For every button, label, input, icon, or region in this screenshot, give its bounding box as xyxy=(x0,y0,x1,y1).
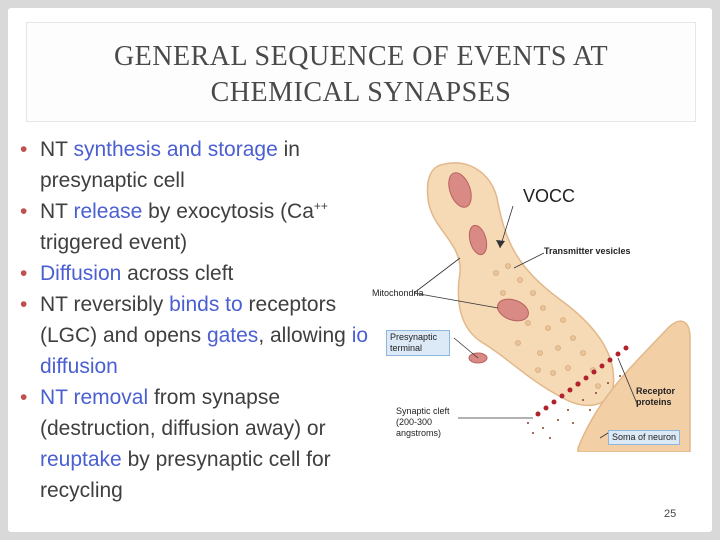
vocc-label: VOCC xyxy=(523,186,576,206)
mitochondrion xyxy=(497,298,529,322)
soma-shape xyxy=(577,320,691,453)
bullet-text: across cleft xyxy=(121,262,234,285)
neurotransmitter-dots xyxy=(527,375,621,439)
highlighted-term: reuptake xyxy=(40,448,122,471)
mitochondria-label: Mitochondria xyxy=(372,288,424,298)
mitochondria-group xyxy=(448,172,529,364)
highlighted-term: binds to xyxy=(169,293,243,316)
bullet-text: by presynaptic cell for recycling xyxy=(40,448,331,502)
bullet-item: Diffusion across cleft xyxy=(20,258,380,289)
title-box: GENERAL SEQUENCE OF EVENTS AT CHEMICAL S… xyxy=(26,22,696,122)
transmitter-vesicles-label: Transmitter vesicles xyxy=(544,246,631,256)
synapse-illustration xyxy=(413,162,691,453)
mitochondrion xyxy=(468,224,488,256)
bullet-text: in presynaptic cell xyxy=(40,138,300,192)
transmitter-vesicles xyxy=(493,263,601,389)
bullet-item: NT reversibly binds to receptors (LGC) a… xyxy=(20,289,380,382)
bullet-item: NT removal from synapse (destruction, di… xyxy=(20,382,380,506)
bullet-text: NT xyxy=(40,138,74,161)
highlighted-term: gates xyxy=(206,324,259,347)
presynaptic-terminal-label: Presynaptic terminal xyxy=(386,330,450,356)
bullet-text: NT reversibly xyxy=(40,293,170,316)
slide-title-line-1: GENERAL SEQUENCE OF EVENTS AT xyxy=(113,41,609,72)
bullet-text: triggered event) xyxy=(40,231,188,254)
mitochondrion xyxy=(448,172,472,208)
soma-of-neuron-label: Soma of neuron xyxy=(608,430,681,445)
synaptic-cleft-label: Synaptic cleft (200-300 angstroms) xyxy=(396,406,450,438)
highlighted-term: Diffusion xyxy=(40,262,122,285)
bullet-text: NT xyxy=(40,200,74,223)
slide-title-line-2: CHEMICAL SYNAPSES xyxy=(210,77,512,108)
bullet-list: NT synthesis and storage in presynaptic … xyxy=(20,134,380,506)
bullet-text: receptors (LGC) and opens xyxy=(40,293,337,347)
superscript: ++ xyxy=(313,199,328,213)
highlighted-term: release xyxy=(73,200,143,223)
highlighted-term: synthesis and storage xyxy=(73,138,278,161)
bullet-text: , allowing xyxy=(258,324,352,347)
bullet-item: NT release by exocytosis (Ca++ triggered… xyxy=(20,196,380,258)
bullet-text: by exocytosis (Ca xyxy=(142,200,314,223)
synapse-figure: VOCC Transmitter vesicles Mitochondria P… xyxy=(368,148,694,453)
page-number: 25 xyxy=(664,508,677,520)
bullet-text: from synapse (destruction, diffusion awa… xyxy=(40,386,326,440)
highlighted-term: NT removal xyxy=(40,386,149,409)
bullet-item: NT synthesis and storage in presynaptic … xyxy=(20,134,380,196)
receptor-proteins-label: Receptor proteins xyxy=(636,386,676,407)
receptor-proteins xyxy=(535,345,629,417)
